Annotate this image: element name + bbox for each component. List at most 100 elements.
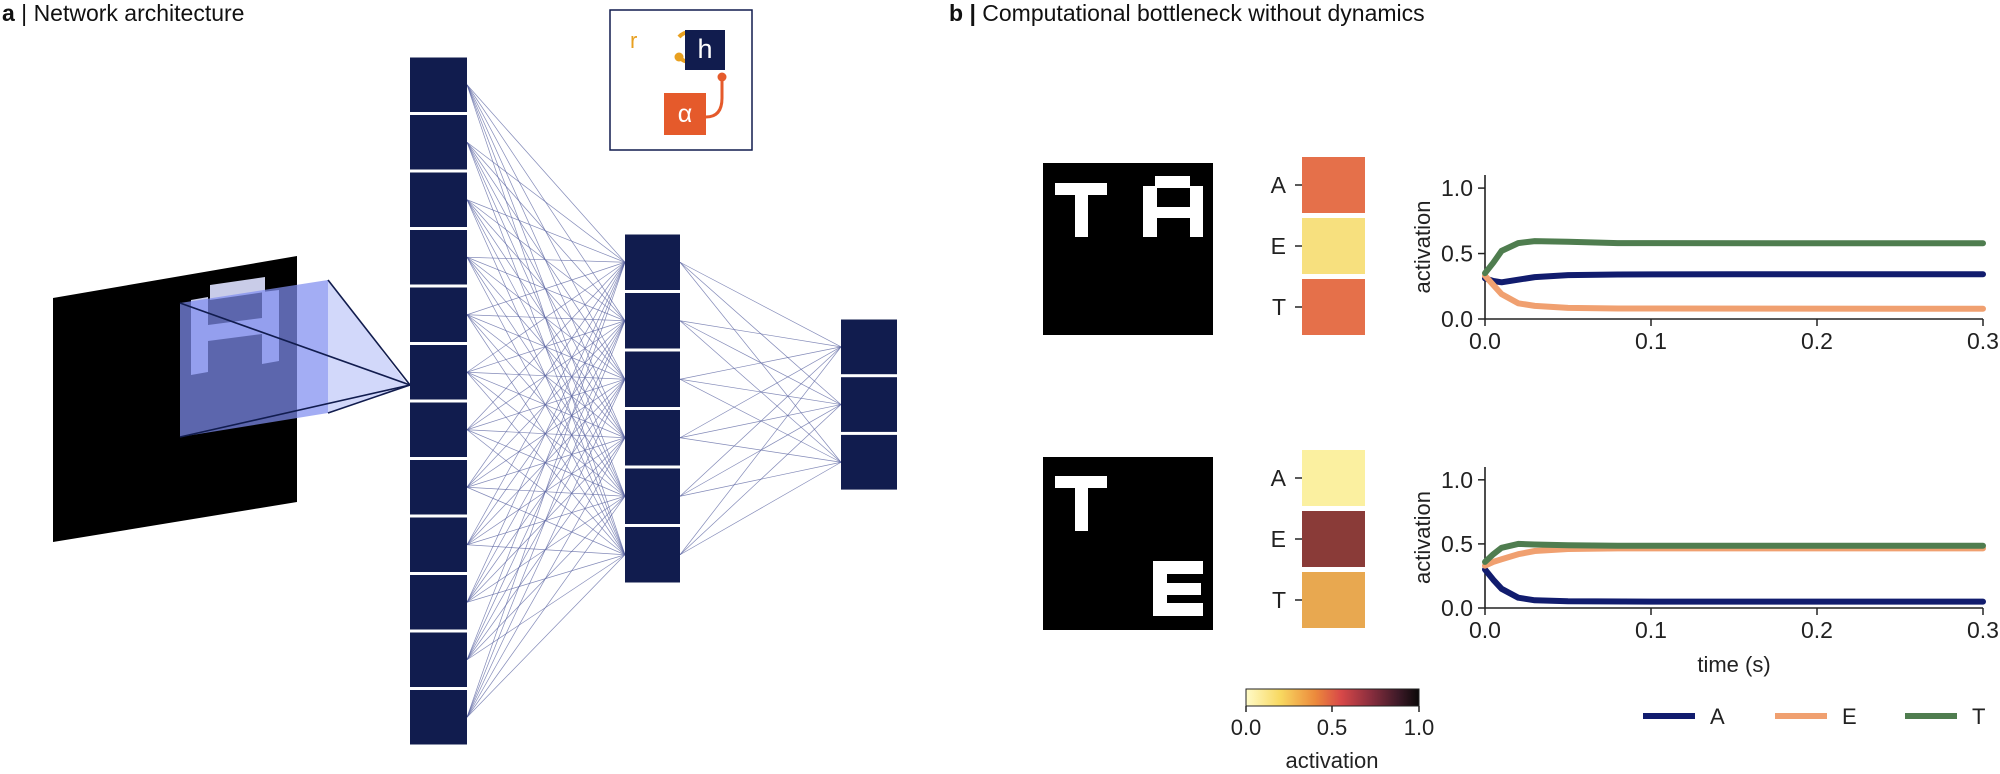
- panel-b-title-text: Computational bottleneck without dynamic…: [982, 0, 1425, 26]
- connection-line: [679, 461, 842, 556]
- receptive-field: [180, 280, 328, 437]
- connection-line: [679, 262, 842, 463]
- connection-line: [466, 142, 626, 321]
- connection-line: [466, 257, 626, 438]
- layer2-unit: [625, 527, 680, 583]
- letter-bar-a: [1302, 157, 1365, 213]
- connection-line: [466, 496, 626, 718]
- layer1-unit: [410, 287, 467, 342]
- y-tick-label: 0.0: [1441, 306, 1473, 332]
- stimulus-ta: [1043, 163, 1213, 335]
- connection-line: [679, 378, 842, 463]
- connection-line: [466, 262, 626, 430]
- layer1-unit: [410, 460, 467, 515]
- stimulus-te: [1043, 457, 1213, 630]
- connection-line: [466, 199, 626, 322]
- panel-b-sep: |: [963, 0, 983, 26]
- layer1-unit: [410, 575, 467, 630]
- connection-line: [679, 346, 842, 439]
- colorbar-tick-label: 1.0: [1404, 715, 1435, 740]
- attention-link-icon: [705, 78, 724, 119]
- layer1-unit: [410, 402, 467, 457]
- connection-line: [466, 372, 626, 555]
- letter-bar-label: A: [1271, 172, 1287, 198]
- connection-line: [466, 486, 626, 556]
- layer2-unit: [625, 293, 680, 349]
- connection-line: [466, 261, 626, 316]
- series-line-t: [1482, 238, 1986, 277]
- series-line-a: [1482, 271, 1986, 286]
- x-tick-label: 0.2: [1801, 617, 1833, 643]
- connection-line: [466, 486, 626, 497]
- legend-label-t: T: [1972, 704, 1985, 729]
- connection-line: [466, 262, 626, 488]
- panel-a-title-text: Network architecture: [33, 0, 245, 26]
- connection-line: [466, 256, 626, 322]
- panel-a-letter: a: [2, 0, 15, 26]
- x-tick-label: 0.1: [1635, 328, 1667, 354]
- letter-bar-e: [1302, 218, 1365, 274]
- attention-box: [664, 93, 706, 135]
- connection-line: [679, 404, 842, 556]
- letter-bar-e: [1302, 511, 1365, 567]
- connection-line: [466, 554, 626, 718]
- connection-line: [466, 262, 626, 718]
- x-axis-label: time (s): [1697, 652, 1770, 677]
- connection-line: [679, 261, 842, 348]
- gain-dot-icon: [674, 52, 684, 62]
- network-layers: [410, 57, 897, 745]
- connection-line: [466, 256, 626, 380]
- letter-bar-label: A: [1271, 465, 1287, 491]
- connection-line: [679, 320, 842, 405]
- connection-line: [466, 320, 626, 718]
- letter-bar-label: T: [1272, 587, 1286, 613]
- receptive-field-side: [328, 280, 408, 413]
- connection-line: [466, 262, 626, 603]
- colorbar: 0.0 0.5 1.0 activation: [1231, 688, 1435, 773]
- connection-line: [466, 314, 626, 322]
- connection-line: [466, 314, 626, 497]
- y-tick-label: 1.0: [1441, 175, 1473, 201]
- y-tick-label: 0.5: [1441, 531, 1473, 557]
- x-tick-label: 0.3: [1967, 617, 1999, 643]
- layer1-unit: [410, 115, 467, 170]
- connection-line: [466, 429, 626, 556]
- colorbar-gradient: [1245, 688, 1420, 707]
- series-legend: A E T: [1643, 704, 1985, 729]
- legend-label-a: A: [1710, 704, 1725, 729]
- connection-line: [466, 544, 626, 556]
- connection-line: [466, 429, 626, 439]
- x-tick-label: 0.1: [1635, 617, 1667, 643]
- layer2-unit: [625, 410, 680, 466]
- layer1-unit: [410, 690, 467, 745]
- connection-line: [466, 84, 626, 321]
- x-tick-label: 0.3: [1967, 328, 1999, 354]
- connection-line: [466, 371, 626, 380]
- layer3-unit: [841, 377, 897, 432]
- colorbar-label: activation: [1286, 748, 1379, 773]
- letter-bar-a: [1302, 450, 1365, 506]
- x-tick-label: 0.0: [1469, 328, 1501, 354]
- layer1-unit: [410, 57, 467, 112]
- letter-bar-label: T: [1272, 294, 1286, 320]
- stimulus-te-letter-t: [1055, 476, 1107, 531]
- series-line-t: [1482, 540, 1986, 565]
- series-line-e: [1482, 272, 1986, 312]
- connection-line: [679, 320, 842, 463]
- connection-line: [466, 314, 626, 439]
- y-tick-label: 0.0: [1441, 595, 1473, 621]
- projection-line: [179, 384, 411, 438]
- x-tick-label: 0.0: [1469, 617, 1501, 643]
- panel-a-sep: |: [14, 0, 34, 26]
- panel-a-diagram: r h α: [53, 9, 897, 745]
- y-axis-label: activation: [1410, 491, 1435, 584]
- y-tick-label: 1.0: [1441, 467, 1473, 493]
- projection-line: [327, 384, 411, 414]
- connection-line: [466, 84, 626, 263]
- connection-line: [466, 256, 626, 263]
- panel-b-title: b | Computational bottleneck without dyn…: [949, 0, 1425, 27]
- connection-line: [466, 141, 626, 263]
- connection-line: [679, 261, 842, 405]
